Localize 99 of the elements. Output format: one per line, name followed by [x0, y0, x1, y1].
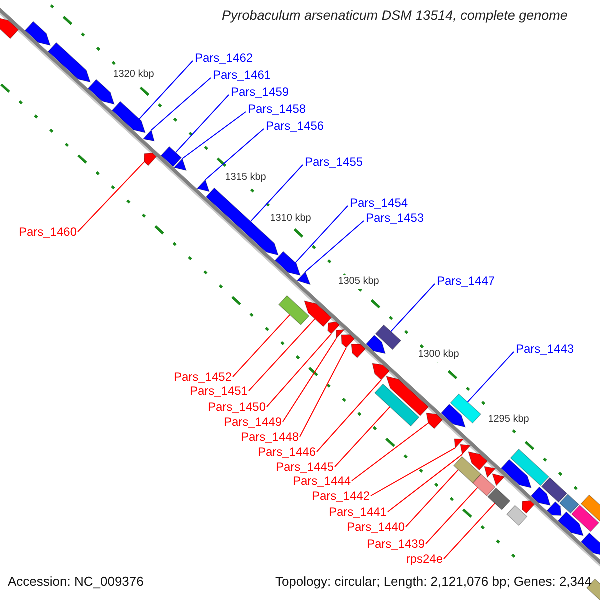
gene-label: Pars_1439 [366, 537, 425, 551]
gene-label: Pars_1456 [266, 119, 324, 133]
gene-label: Pars_1450 [208, 400, 266, 414]
leader-line [316, 380, 382, 452]
gene-box [541, 477, 568, 503]
gene-label: Pars_1461 [213, 68, 272, 82]
gene-feature [372, 363, 390, 380]
gene-label: Pars_1453 [366, 211, 424, 225]
gene-label: Pars_1445 [276, 460, 334, 474]
leader-line [232, 314, 291, 378]
gene-feature [351, 344, 366, 358]
leader-line [370, 448, 456, 496]
gene-feature [197, 180, 210, 192]
gene-feature [366, 335, 386, 354]
gene-feature [522, 500, 536, 514]
gene-feature [484, 466, 496, 478]
gene-label: Pars_1459 [231, 85, 290, 99]
leader-line [406, 469, 460, 528]
gene-label: Pars_1458 [248, 102, 306, 116]
gene-feature [88, 79, 115, 105]
gene-label: Pars_1444 [292, 474, 351, 488]
gene-feature [48, 42, 91, 83]
gene-box [375, 324, 402, 350]
gene-label: Pars_1449 [224, 415, 282, 429]
gene-box [374, 384, 420, 427]
scale-label: 1320 kbp [112, 68, 156, 82]
gene-label: Pars_1447 [437, 274, 496, 288]
gene-feature [336, 329, 345, 339]
gene-box [510, 448, 550, 486]
scale-label: 1305 kbp [337, 274, 380, 289]
leader-line [390, 284, 436, 332]
gene-label: Pars_1455 [305, 155, 364, 169]
gene-box [160, 146, 182, 168]
gene-box [488, 488, 511, 510]
gene-feature [558, 512, 584, 536]
gene-box [454, 456, 482, 484]
gene-feature [386, 376, 430, 416]
leader-line [266, 334, 332, 408]
scale-label: 1300 kbp [417, 348, 460, 362]
gene-box [506, 505, 528, 526]
leader-line [282, 338, 338, 422]
gene-box [580, 494, 600, 522]
gene-feature [426, 412, 444, 430]
gene-label: Pars_1451 [190, 384, 248, 398]
leader-line [444, 503, 496, 560]
leader-line [248, 318, 316, 392]
leader-line [388, 454, 464, 512]
gene-feature [274, 251, 301, 276]
scale-label: 1295 kbp [487, 412, 530, 427]
gene-feature [304, 300, 332, 328]
gene-feature [174, 158, 187, 172]
title: Pyrobaculum arsenaticum DSM 13514, complete genome [222, 9, 568, 23]
gene-feature [143, 130, 155, 142]
gene-feature [440, 404, 466, 428]
gene-feature [24, 21, 51, 46]
gene-label: Pars_1441 [328, 505, 387, 519]
gene-feature [297, 272, 311, 286]
leader-line [150, 78, 212, 131]
gene-label: Pars_1448 [240, 430, 299, 444]
gene-feature [580, 532, 600, 557]
summary-text: Topology: circular; Length: 2,121,076 bp; Genes: 2,344 [275, 575, 592, 589]
leader-line [467, 352, 514, 403]
leader-line [78, 161, 146, 232]
gene-feature [500, 459, 532, 488]
gene-label: Pars_1443 [516, 342, 574, 356]
gene-feature [454, 438, 464, 448]
leader-line [204, 128, 264, 181]
gene-feature [0, 17, 20, 40]
gene-label: Pars_1440 [346, 520, 405, 534]
gene-label: Pars_1452 [174, 370, 232, 384]
gene-box [472, 474, 496, 497]
gene-feature [112, 101, 146, 134]
leader-line [175, 94, 230, 154]
leader-line [352, 422, 430, 482]
gene-label: Pars_1454 [350, 196, 408, 210]
leader-line [295, 206, 348, 264]
gene-box [559, 494, 580, 514]
leader-line [250, 164, 304, 222]
leader-line [304, 220, 364, 273]
gene-label: rps24e [406, 552, 443, 566]
gene-box [278, 295, 310, 326]
gene-box [450, 394, 482, 424]
gene-label: Pars_1442 [312, 489, 370, 503]
accession-text: Accession: NC_009376 [8, 575, 144, 589]
leader-line [334, 406, 391, 468]
gene-box [571, 505, 600, 532]
gene-feature [328, 322, 340, 334]
gene-label: Pars_1446 [258, 445, 316, 459]
leader-line [138, 60, 194, 120]
gene-feature [144, 152, 158, 166]
leader-line [426, 487, 478, 544]
gene-feature [468, 452, 488, 471]
gene-label: Pars_1460 [18, 225, 77, 239]
scale-label: 1310 kbp [269, 212, 312, 226]
scale-label: 1315 kbp [224, 170, 268, 185]
leader-line [300, 347, 348, 438]
gene-label: Pars_1462 [195, 51, 254, 65]
gene-feature [341, 334, 356, 348]
leader-line [182, 112, 246, 160]
